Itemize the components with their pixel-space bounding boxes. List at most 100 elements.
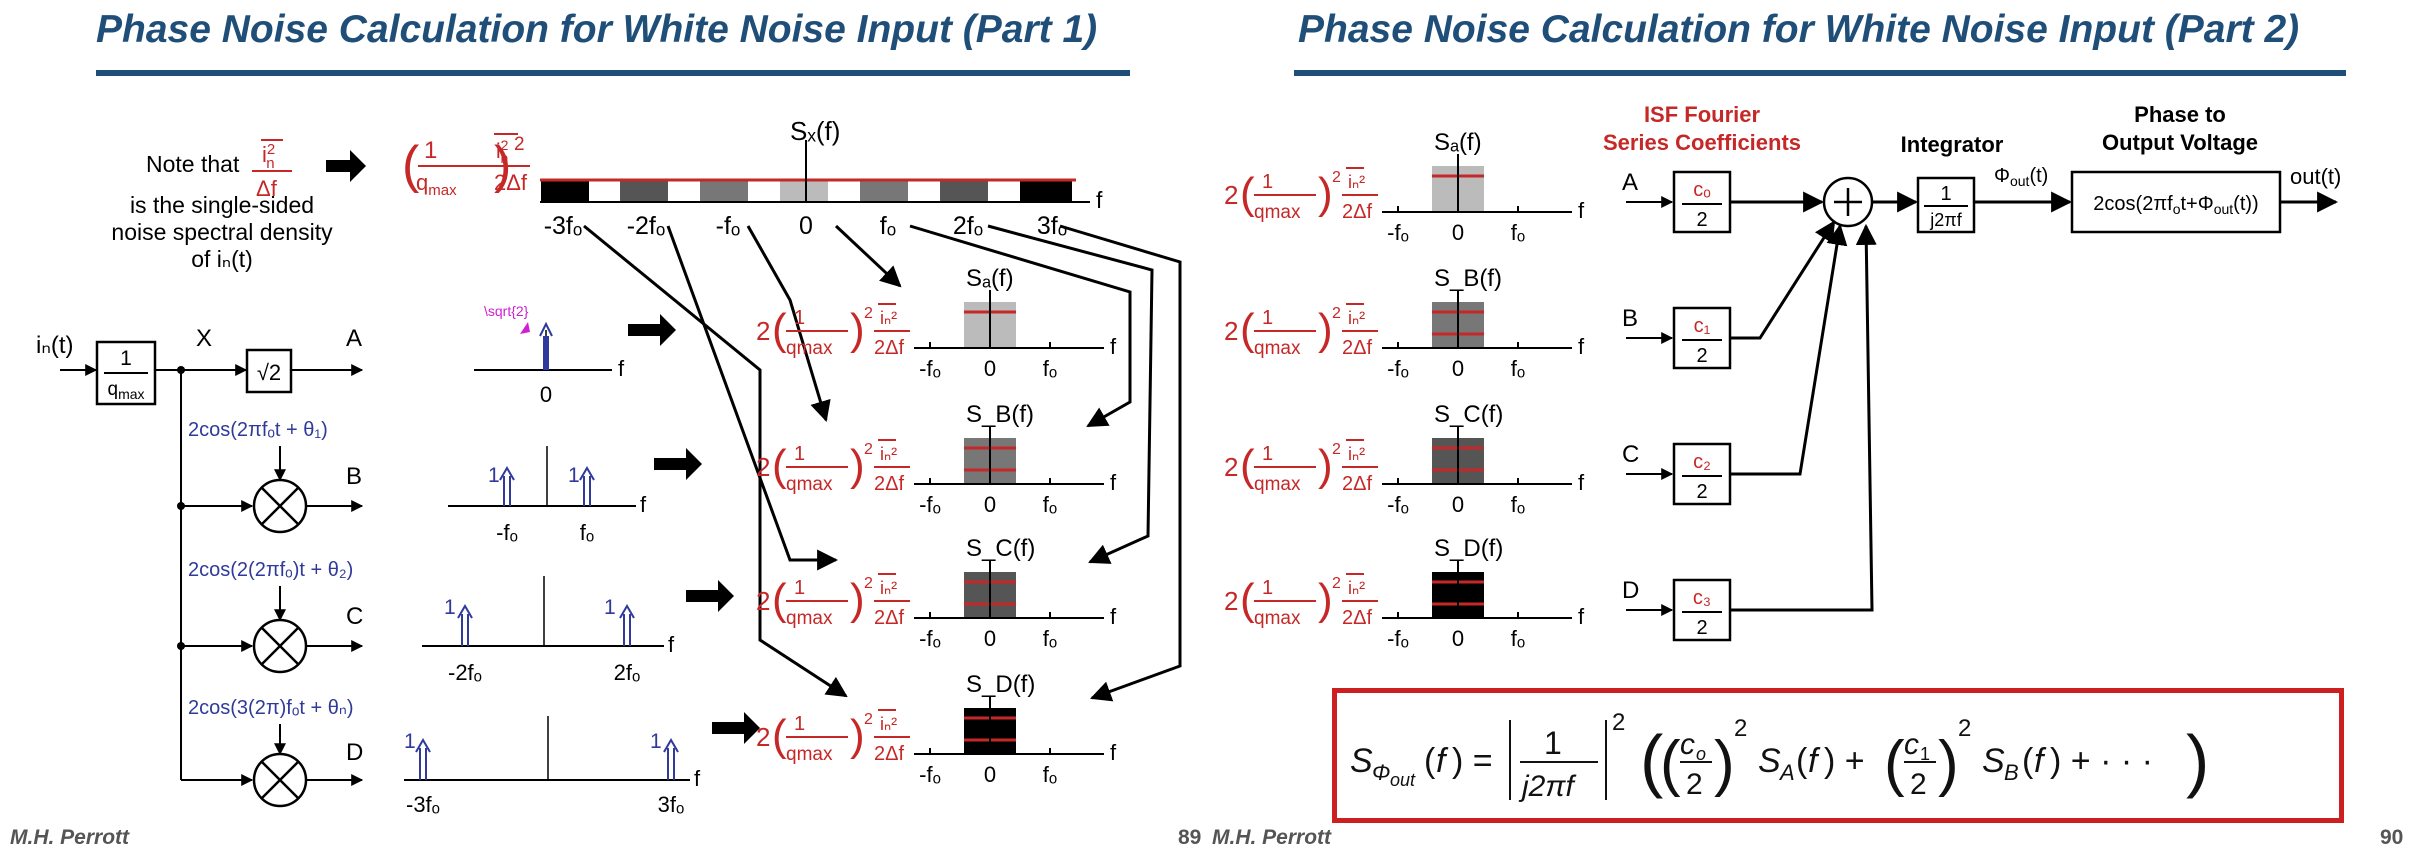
svg-text:qmax: qmax bbox=[786, 474, 833, 495]
svg-text:(: ( bbox=[1884, 729, 1905, 798]
svg-text:1: 1 bbox=[794, 443, 805, 465]
svg-text:2Δf: 2Δf bbox=[494, 170, 528, 195]
isf-input-label: C bbox=[1622, 441, 1639, 468]
svg-text:2: 2 bbox=[756, 722, 770, 752]
spectrum-tick: 0 bbox=[1452, 356, 1464, 381]
out-label: out(t) bbox=[2290, 164, 2341, 189]
svg-text:f: f bbox=[618, 356, 625, 381]
isf-coeff-den: 2 bbox=[1696, 209, 1707, 231]
svg-text:f: f bbox=[1808, 742, 1821, 780]
svg-text:iₙ²: iₙ² bbox=[1348, 308, 1365, 328]
svg-text:2: 2 bbox=[864, 711, 873, 728]
svg-text:(: ( bbox=[1660, 729, 1681, 798]
svg-text:(: ( bbox=[772, 441, 787, 490]
spectrum-label: Sₐ(f) bbox=[1434, 129, 1482, 156]
impulse-b-tick: -fₒ bbox=[496, 520, 518, 545]
gain-num: 1 bbox=[120, 347, 132, 370]
map-arrow bbox=[746, 225, 831, 423]
svg-text:qmax: qmax bbox=[1254, 202, 1301, 223]
svg-text:2: 2 bbox=[1332, 169, 1341, 186]
svg-text:): ) bbox=[1938, 729, 1959, 798]
sx-tick: -fₒ bbox=[716, 212, 741, 240]
part1-footer: M.H. Perrott bbox=[10, 826, 130, 849]
spectrum-tick: -fₒ bbox=[1387, 626, 1409, 651]
spectrum-tick: 0 bbox=[984, 626, 996, 651]
svg-text:f: f bbox=[1110, 334, 1117, 359]
impulse-plot-b: f 1 1 -fₒ fₒ bbox=[448, 446, 647, 545]
spectrum-tick: -fₒ bbox=[1387, 492, 1409, 517]
map-arrow bbox=[834, 224, 902, 288]
svg-text:) +: ) + bbox=[1824, 742, 1865, 780]
svg-text:1: 1 bbox=[794, 307, 805, 329]
svg-text:1: 1 bbox=[794, 577, 805, 599]
impulse-c-value: 1 bbox=[604, 596, 616, 619]
svg-text:): ) bbox=[850, 575, 865, 624]
phase-header-1: Phase to bbox=[2134, 102, 2226, 127]
sx-label: Sₓ(f) bbox=[790, 116, 840, 146]
svg-text:1: 1 bbox=[1262, 171, 1273, 193]
spectrum-tick: fₒ bbox=[1043, 626, 1057, 651]
svg-text:B: B bbox=[2004, 760, 2019, 785]
isf-coeff-den: 2 bbox=[1696, 345, 1707, 367]
svg-text:iₙ²: iₙ² bbox=[1348, 578, 1365, 598]
sqrt2-label: √2 bbox=[257, 360, 281, 385]
svg-text:(: ( bbox=[1640, 721, 1663, 799]
impulse-plot-d: f 1 1 -3fₒ 3fₒ bbox=[404, 716, 701, 817]
spectrum-tick: fₒ bbox=[1043, 762, 1057, 787]
svg-text:(: ( bbox=[772, 305, 787, 354]
svg-text:(: ( bbox=[402, 136, 420, 194]
svg-text:j2πf: j2πf bbox=[1518, 770, 1576, 803]
svg-text:2Δf: 2Δf bbox=[1342, 607, 1372, 629]
spectrum-label: S_B(f) bbox=[1434, 265, 1502, 292]
svg-text:2: 2 bbox=[1910, 768, 1927, 801]
svg-text:2Δf: 2Δf bbox=[874, 743, 904, 765]
spectrum-tick: -fₒ bbox=[919, 492, 941, 517]
integrator-num: 1 bbox=[1940, 183, 1951, 205]
svg-text:2: 2 bbox=[1224, 316, 1238, 346]
svg-text:1: 1 bbox=[1262, 577, 1273, 599]
svg-text:f: f bbox=[1578, 198, 1585, 223]
impulse-plot-c: f 1 1 -2fₒ 2fₒ bbox=[422, 576, 675, 685]
svg-text:1: 1 bbox=[424, 137, 437, 164]
svg-text:(: ( bbox=[772, 711, 787, 760]
svg-text:2Δf: 2Δf bbox=[1342, 201, 1372, 223]
phase-noise-equation: S Φ out ( f ) = 1 j2πf 2 ( ( c o 2 ) 2 S… bbox=[1350, 709, 2209, 803]
svg-text:qmax: qmax bbox=[1254, 474, 1301, 495]
svg-text:i2n: i2n bbox=[496, 137, 509, 166]
svg-text:2: 2 bbox=[1686, 768, 1703, 801]
svg-text:2: 2 bbox=[1734, 715, 1747, 742]
spectrum-tick: 0 bbox=[1452, 626, 1464, 651]
sx-tick: fₒ bbox=[880, 212, 896, 240]
spectrum-tick: -fₒ bbox=[1387, 220, 1409, 245]
svg-text:2: 2 bbox=[1224, 180, 1238, 210]
isf-input-label: B bbox=[1622, 305, 1638, 332]
isf-coeff: cₒ bbox=[1693, 179, 1711, 201]
isf-input-label: A bbox=[1622, 169, 1638, 196]
spectrum-label: S_B(f) bbox=[966, 401, 1034, 428]
svg-text:f: f bbox=[1578, 334, 1585, 359]
map-arrow bbox=[1059, 224, 1182, 702]
block-diagram: iₙ(t) 1 qmax X √2 A 2cos(2πfₒt + θ₁) B 2… bbox=[36, 325, 363, 808]
arrow-a-icon bbox=[628, 314, 676, 346]
spectrum-tick: -fₒ bbox=[1387, 356, 1409, 381]
svg-text:2: 2 bbox=[756, 452, 770, 482]
svg-text:S: S bbox=[1758, 742, 1781, 780]
svg-text:o: o bbox=[1696, 744, 1706, 764]
note-line-3: of iₙ(t) bbox=[191, 246, 253, 272]
map-arrow bbox=[987, 224, 1154, 564]
sx-bin bbox=[1020, 181, 1072, 201]
svg-text:2: 2 bbox=[756, 316, 770, 346]
svg-text:2: 2 bbox=[1958, 715, 1971, 742]
svg-text:2Δf: 2Δf bbox=[874, 607, 904, 629]
sx-bin bbox=[780, 181, 828, 201]
summer-inputs bbox=[1730, 191, 1877, 612]
impulse-plot-a: f \sqrt{2} 0 bbox=[474, 303, 625, 407]
svg-text:1: 1 bbox=[794, 713, 805, 735]
